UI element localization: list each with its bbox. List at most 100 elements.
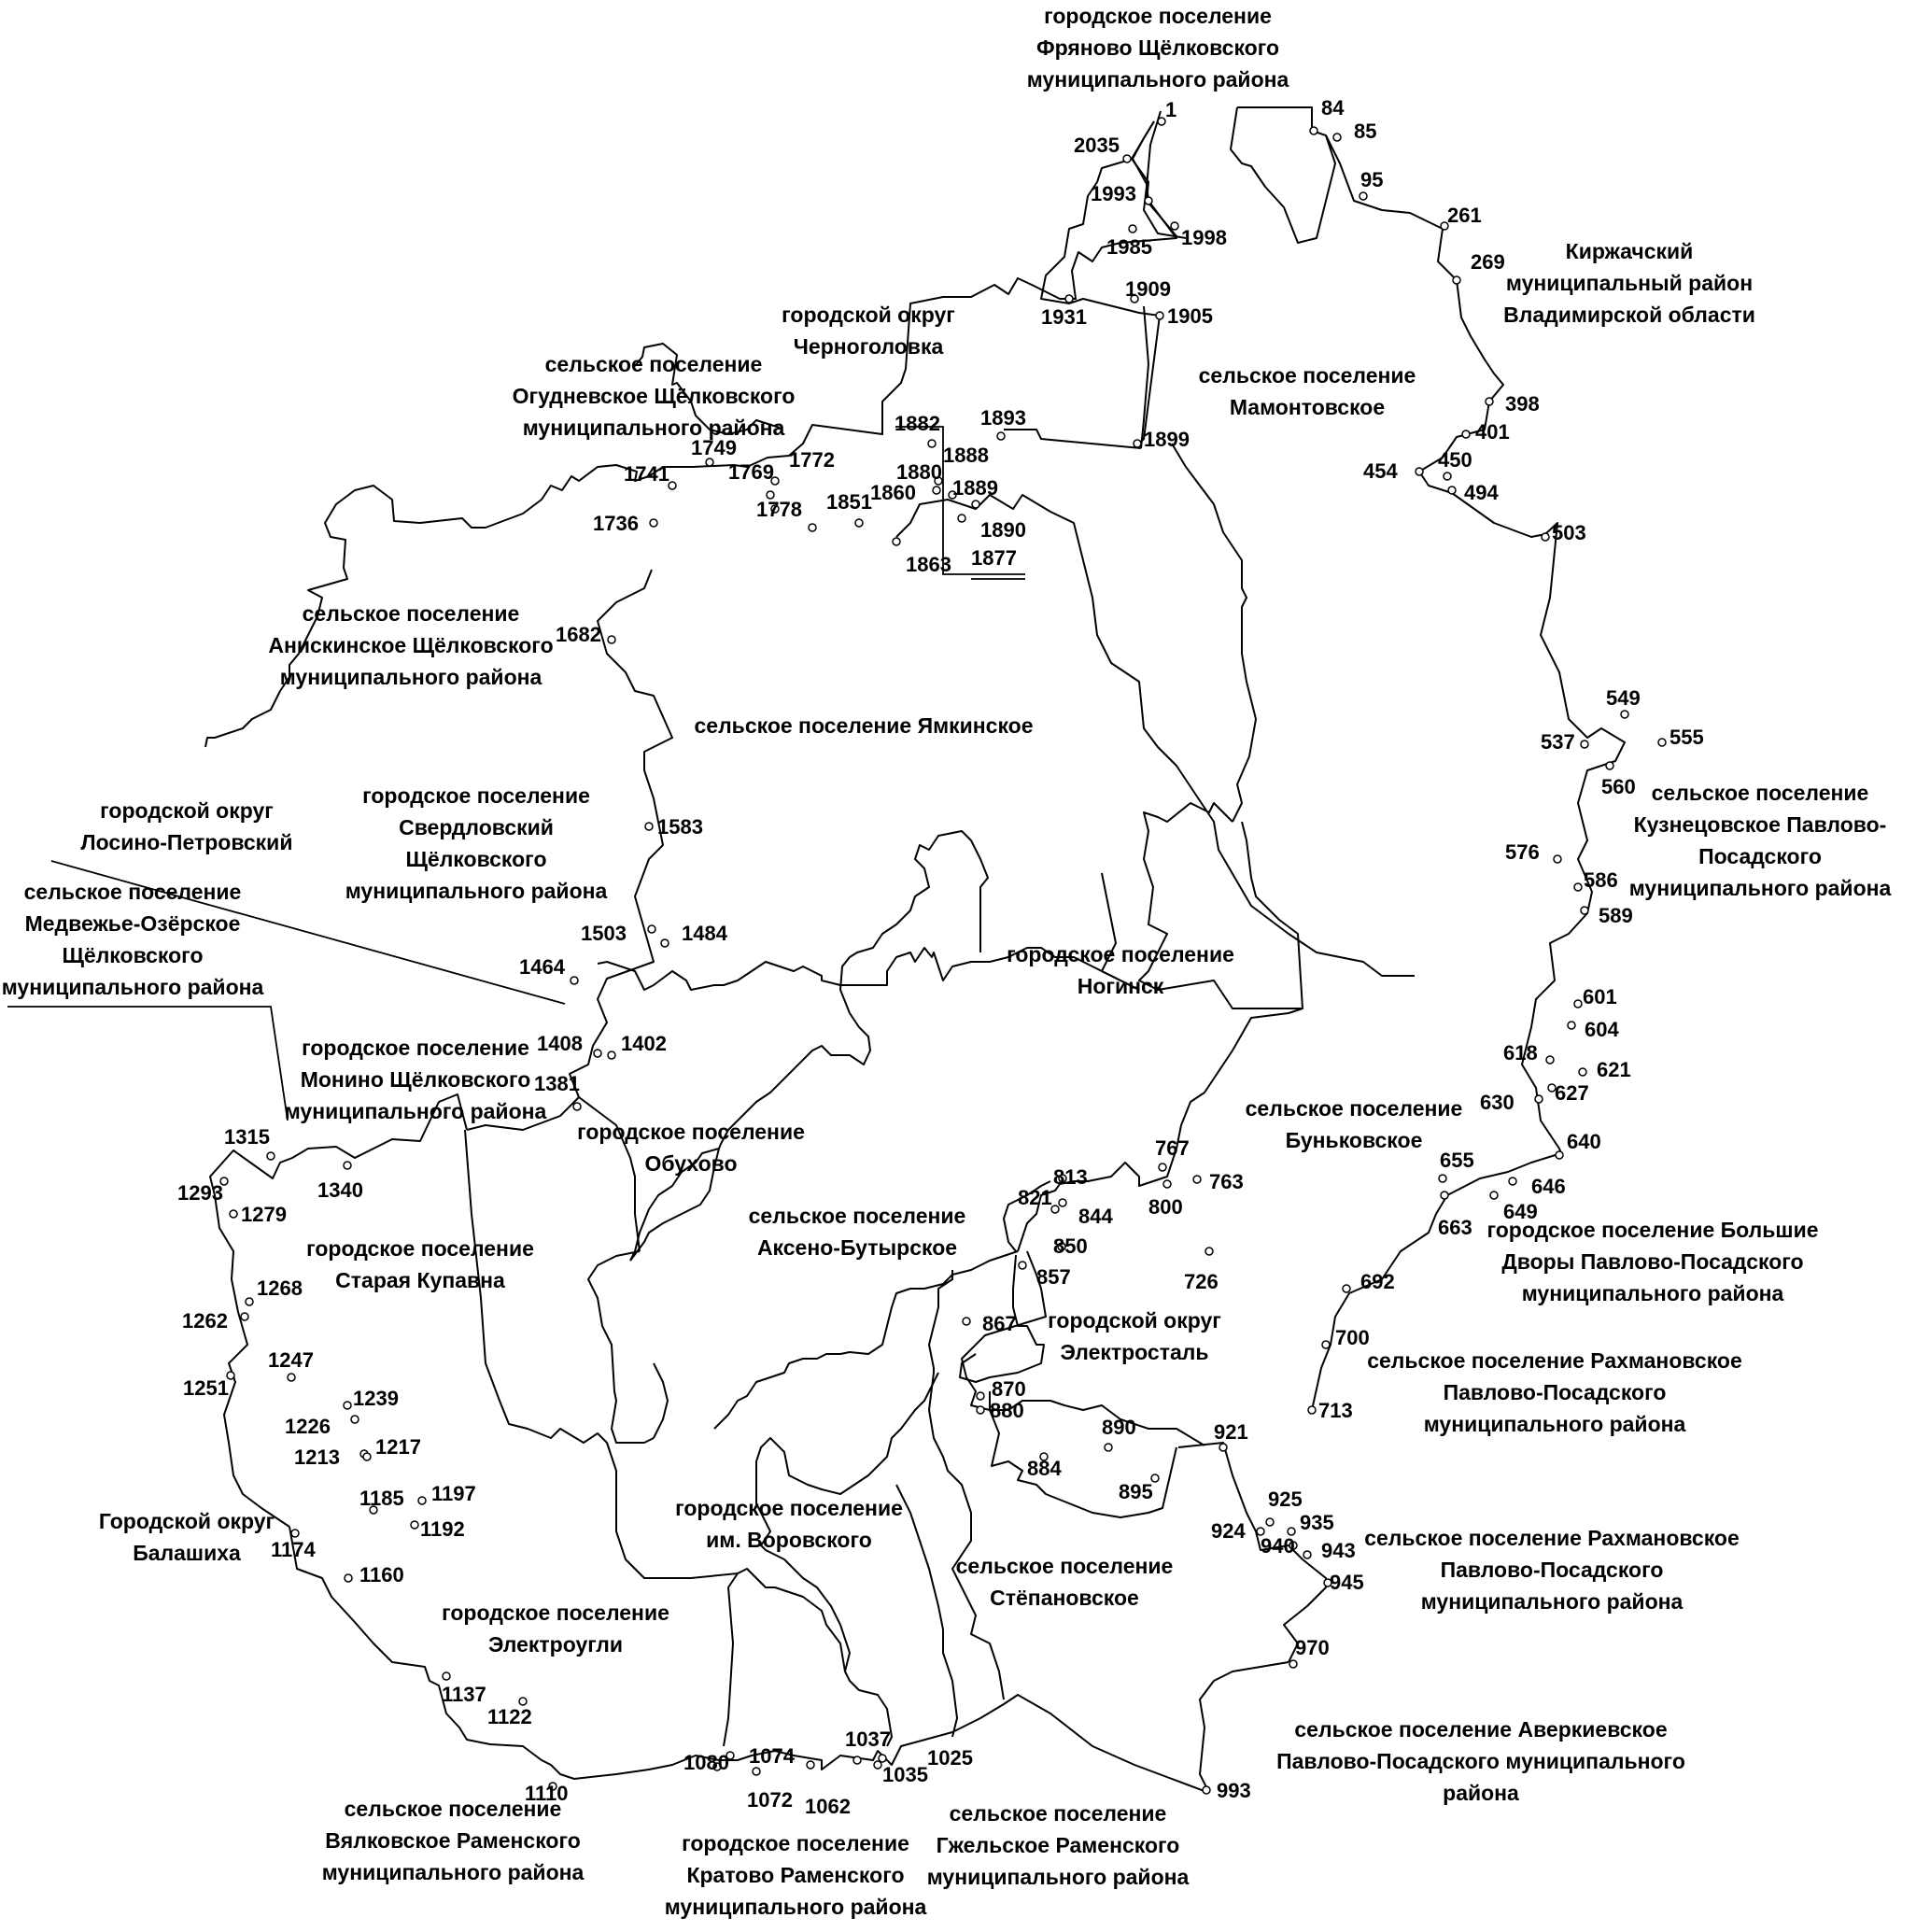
region-label-noginsk: Ногинск xyxy=(1078,974,1164,998)
point-marker-649 xyxy=(1489,1191,1499,1200)
point-marker-1262 xyxy=(240,1312,249,1321)
region-label-averkievskoe: района xyxy=(1443,1781,1519,1805)
point-marker-1251 xyxy=(226,1371,235,1380)
point-marker-261 xyxy=(1440,221,1449,231)
point-label-1682: 1682 xyxy=(556,623,601,646)
point-marker-589 xyxy=(1580,906,1589,915)
region-label-averkievskoe: Павлово-Посадского муниципального xyxy=(1276,1749,1685,1773)
point-marker-627 xyxy=(1547,1083,1557,1093)
point-label-586: 586 xyxy=(1584,868,1618,892)
region-label-chernogolovka: городской округ xyxy=(782,303,955,327)
region-label-vyalkovskoe: Вялковское Раменского xyxy=(325,1828,581,1853)
point-marker-454 xyxy=(1415,467,1424,476)
point-marker-663 xyxy=(1440,1191,1449,1200)
region-label-balashikha: Городской округ xyxy=(99,1509,275,1533)
point-label-1340: 1340 xyxy=(317,1178,363,1202)
point-marker-655 xyxy=(1438,1174,1447,1183)
point-marker-1772 xyxy=(770,476,780,486)
point-label-1993: 1993 xyxy=(1091,182,1136,205)
point-marker-884 xyxy=(1039,1452,1049,1461)
point-label-1464: 1464 xyxy=(519,955,566,979)
point-label-1381: 1381 xyxy=(534,1072,580,1095)
region-label-rakhmanovskoe1: сельское поселение Рахмановское xyxy=(1367,1348,1742,1373)
region-label-vorovskogo: городское поселение xyxy=(675,1496,903,1520)
point-label-1247: 1247 xyxy=(268,1348,314,1372)
point-marker-726 xyxy=(1205,1247,1214,1256)
region-label-sverdlovsky: Щёлковского xyxy=(405,847,546,871)
point-marker-1072 xyxy=(752,1767,761,1776)
point-label-1185: 1185 xyxy=(359,1487,404,1510)
region-label-balashikha: Балашиха xyxy=(133,1541,241,1565)
point-label-800: 800 xyxy=(1148,1195,1183,1219)
point-label-621: 621 xyxy=(1597,1058,1631,1081)
region-label-obukhovo: городское поселение xyxy=(577,1120,805,1144)
point-marker-630 xyxy=(1534,1094,1543,1104)
point-marker-1998 xyxy=(1170,221,1179,231)
point-marker-1226 xyxy=(350,1415,359,1424)
region-label-ogudnevskoe: сельское поселение xyxy=(545,352,763,376)
region-label-elektrostal: Электросталь xyxy=(1060,1340,1208,1364)
point-marker-713 xyxy=(1307,1405,1317,1415)
region-label-bunkovskoe: сельское поселение xyxy=(1246,1096,1463,1121)
region-label-kratovo: городское поселение xyxy=(682,1831,909,1855)
point-label-1268: 1268 xyxy=(257,1276,303,1300)
point-marker-1239 xyxy=(343,1401,352,1410)
point-label-1985: 1985 xyxy=(1106,235,1152,259)
point-label-857: 857 xyxy=(1036,1265,1071,1289)
point-marker-1315 xyxy=(266,1151,275,1161)
point-label-1315: 1315 xyxy=(224,1125,270,1149)
point-label-1251: 1251 xyxy=(183,1376,229,1400)
region-label-monino: Монино Щёлковского xyxy=(301,1067,531,1092)
point-label-1736: 1736 xyxy=(593,512,639,535)
point-marker-1882 xyxy=(927,439,937,448)
point-marker-398 xyxy=(1485,397,1494,406)
region-label-bolshiedvory: муниципального района xyxy=(1522,1281,1784,1305)
point-marker-1736 xyxy=(649,518,658,528)
point-marker-1484 xyxy=(660,938,669,948)
region-label-stepanovskoe: сельское поселение xyxy=(956,1554,1174,1578)
point-marker-2035 xyxy=(1122,154,1132,163)
point-label-813: 813 xyxy=(1053,1165,1088,1189)
point-label-604: 604 xyxy=(1585,1018,1619,1041)
point-marker-555 xyxy=(1657,738,1667,747)
point-label-1890: 1890 xyxy=(980,518,1026,542)
region-label-fryanovo: городское поселение xyxy=(1044,4,1272,28)
point-marker-692 xyxy=(1342,1284,1351,1293)
region-label-aniskinskoe: Анискинское Щёлковского xyxy=(268,633,553,657)
point-label-925: 925 xyxy=(1268,1488,1303,1511)
point-label-890: 890 xyxy=(1102,1416,1136,1439)
point-label-924: 924 xyxy=(1211,1519,1246,1543)
region-label-losino: городской округ xyxy=(100,798,274,823)
point-label-1122: 1122 xyxy=(487,1705,532,1728)
point-label-1882: 1882 xyxy=(895,412,940,435)
point-marker-604 xyxy=(1567,1021,1576,1030)
region-label-medvezhie: муниципального района xyxy=(2,975,264,999)
point-marker-850 xyxy=(1057,1242,1066,1251)
region-label-rakhmanovskoe2: муниципального района xyxy=(1421,1589,1684,1614)
point-label-618: 618 xyxy=(1503,1041,1538,1065)
point-label-1778: 1778 xyxy=(756,498,802,521)
point-label-945: 945 xyxy=(1330,1571,1364,1594)
point-label-1851: 1851 xyxy=(826,490,872,514)
point-label-1741: 1741 xyxy=(624,462,669,486)
point-label-850: 850 xyxy=(1053,1234,1088,1258)
region-label-kuznetsovskoe: Посадского xyxy=(1698,844,1822,868)
point-label-943: 943 xyxy=(1321,1539,1356,1562)
point-label-895: 895 xyxy=(1119,1480,1153,1503)
point-marker-1682 xyxy=(607,635,616,644)
region-label-losino: Лосино-Петровский xyxy=(81,830,293,854)
point-label-630: 630 xyxy=(1480,1091,1514,1114)
point-label-1192: 1192 xyxy=(420,1517,465,1541)
leader-lines xyxy=(7,426,1025,1121)
point-label-700: 700 xyxy=(1335,1326,1370,1349)
point-label-2035: 2035 xyxy=(1074,134,1120,157)
point-marker-1889 xyxy=(948,490,957,500)
point-label-261: 261 xyxy=(1447,204,1482,227)
point-label-1: 1 xyxy=(1165,98,1176,121)
point-marker-1197 xyxy=(417,1496,427,1505)
point-label-494: 494 xyxy=(1464,481,1499,504)
point-marker-503 xyxy=(1541,532,1550,542)
point-label-1239: 1239 xyxy=(353,1387,399,1410)
